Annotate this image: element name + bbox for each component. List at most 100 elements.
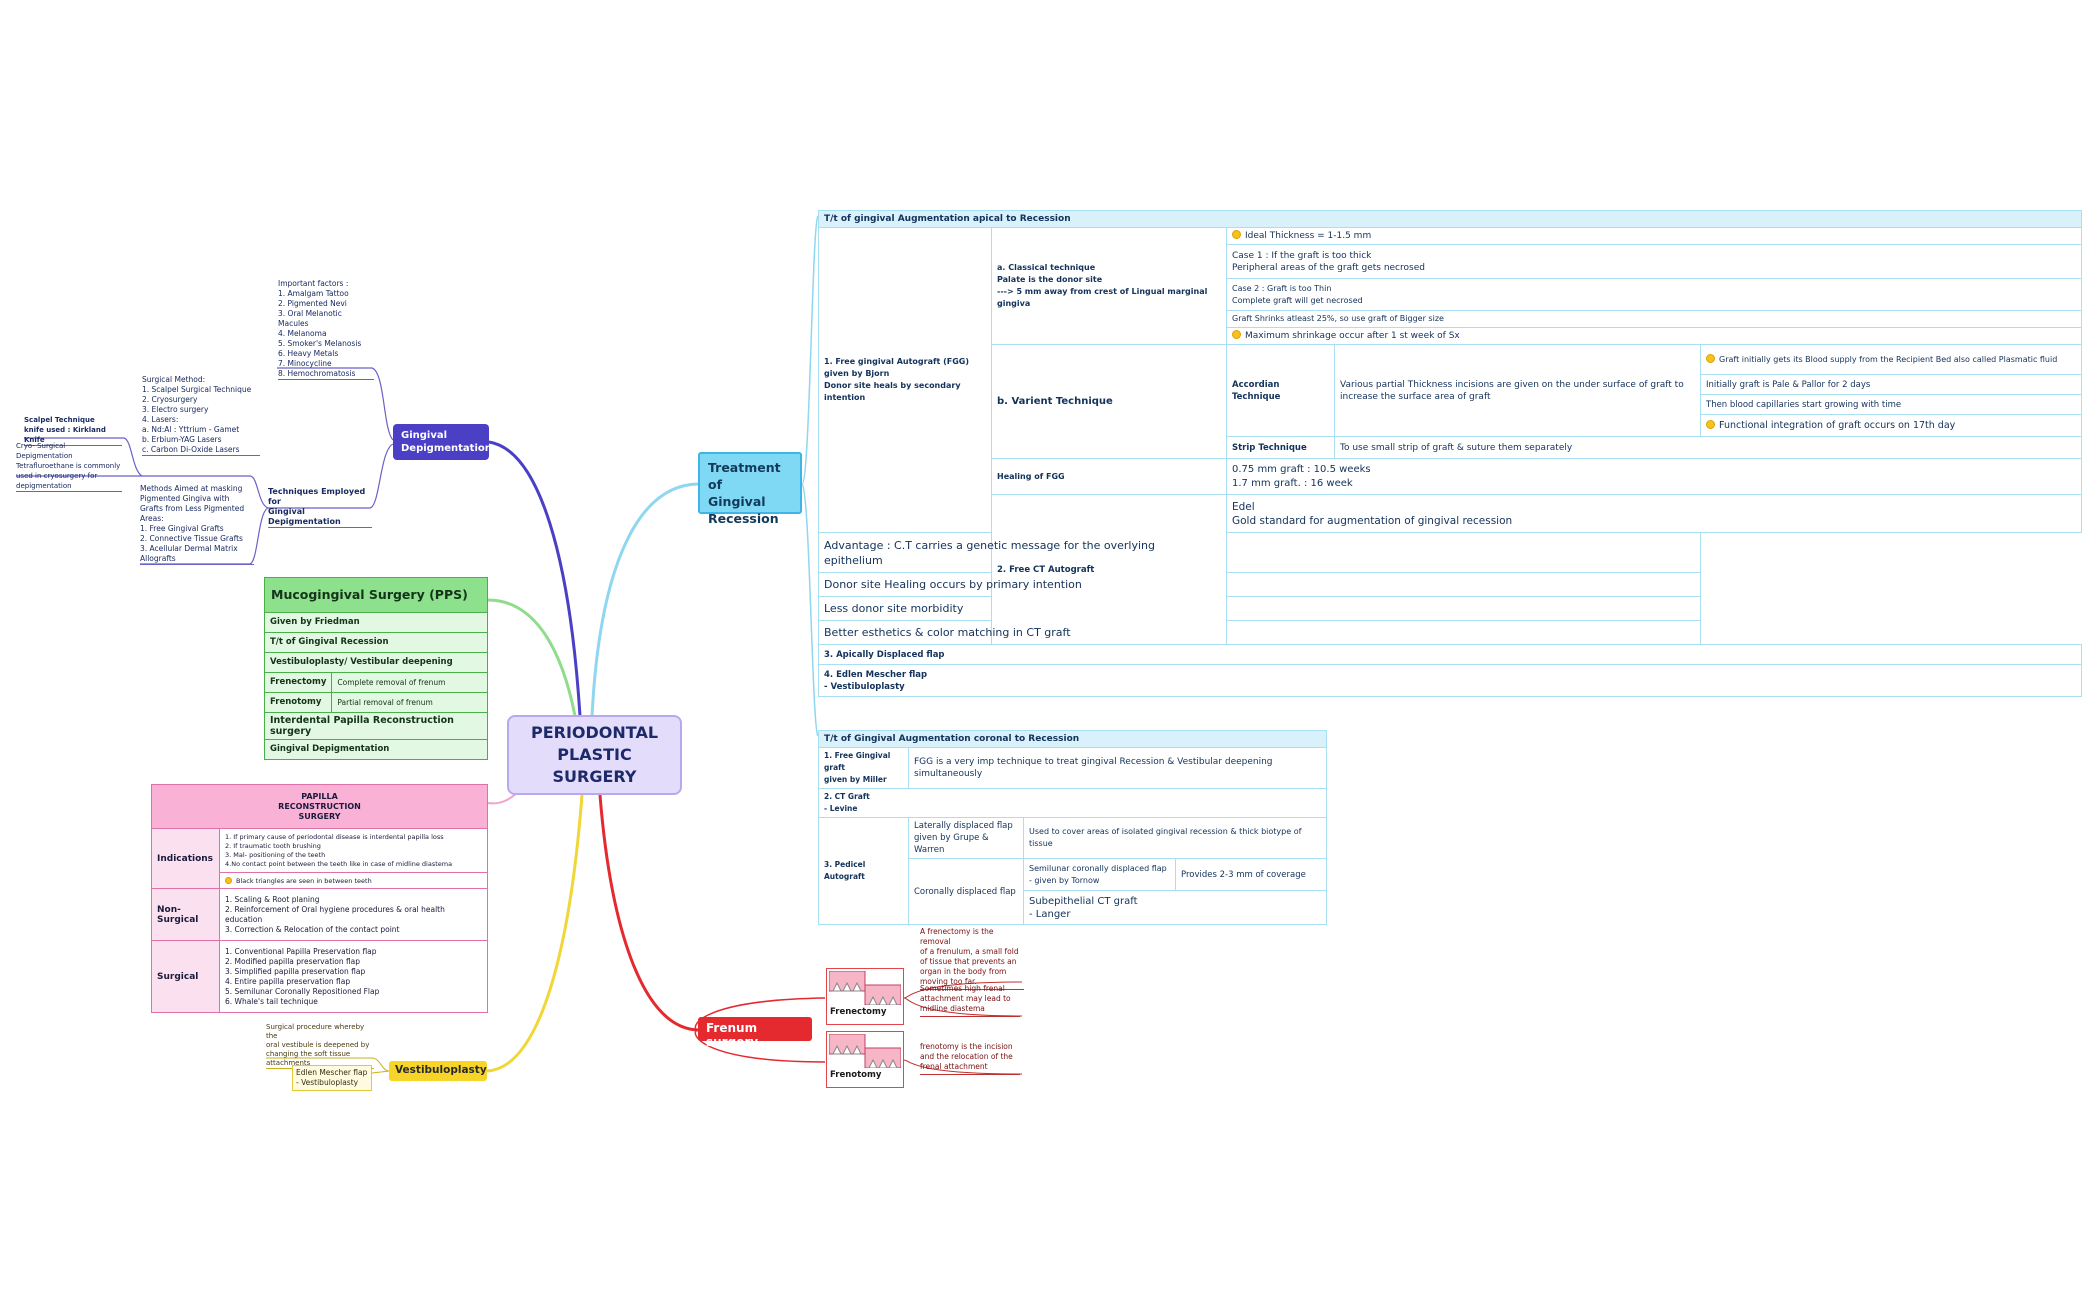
classical-item: Graft Shrinks atleast 25%, so use graft … (1226, 310, 2082, 328)
frenectomy-card[interactable]: Frenectomy (826, 968, 904, 1025)
topic-vestibuloplasty[interactable]: Vestibuloplasty (389, 1061, 487, 1081)
accordian-item: Then blood capillaries start growing wit… (1700, 394, 2082, 415)
non-surgical-text: 1. Scaling & Root planing 2. Reinforceme… (219, 888, 488, 941)
indications-label[interactable]: Indications (151, 828, 220, 889)
ct-item: Edel Gold standard for augmentation of g… (1226, 494, 2082, 533)
link-vest-edlen (371, 1070, 390, 1074)
mucogingival-item[interactable]: Vestibuloplasty/ Vestibular deepening (264, 652, 488, 673)
masking-methods[interactable]: Methods Aimed at masking Pigmented Gingi… (140, 484, 254, 565)
frenectomy-desc: Complete removal of frenum (331, 672, 488, 693)
link-vest-desc (266, 1057, 390, 1072)
link-vest (486, 794, 584, 1073)
classical-item: Case 1 : If the graft is too thick Perip… (1226, 244, 2082, 279)
frenotomy-desc: Partial removal of frenum (331, 692, 488, 713)
ct-item: Less donor site morbidity (818, 596, 1701, 621)
surgical-label[interactable]: Surgical (151, 940, 220, 1013)
frenectomy-label[interactable]: Frenectomy (263, 672, 333, 693)
mucogingival-item[interactable]: Gingival Depigmentation (264, 739, 488, 760)
link-factors (277, 367, 394, 441)
link-techniques (268, 443, 394, 509)
accordian-technique-label[interactable]: Accordian Technique (1226, 344, 1335, 437)
coronal-fgg-label[interactable]: 1. Free Gingival graft given by Miller (818, 747, 909, 789)
papilla-reconstruction-table: PAPILLA RECONSTRUCTION SURGERY Indicatio… (151, 784, 488, 1013)
link-frenectomy-desc (903, 981, 1023, 1017)
indications-note: Black triangles are seen in between teet… (219, 872, 488, 889)
ct-item: Better esthetics & color matching in CT … (818, 620, 1701, 645)
classical-technique-label[interactable]: a. Classical technique Palate is the don… (991, 227, 1227, 345)
strip-technique-label[interactable]: Strip Technique (1226, 436, 1335, 459)
link-mucogingival (487, 598, 577, 717)
semilunar-flap[interactable]: Semilunar coronally displaced flap - giv… (1023, 858, 1176, 891)
topic-treatment-recession[interactable]: Treatment of Gingival Recession (698, 452, 802, 526)
link-frenotomy-desc (903, 1059, 1023, 1075)
apical-header[interactable]: T/t of gingival Augmentation apical to R… (818, 210, 2082, 228)
mucogingival-title[interactable]: Mucogingival Surgery (PPS) (264, 577, 488, 613)
tooth-gum-illustration (829, 971, 901, 1005)
healing-label[interactable]: Healing of FGG (991, 458, 1227, 495)
ct-item: Donor site Healing occurs by primary int… (818, 572, 1701, 597)
link-apical (801, 215, 819, 485)
strip-desc: To use small strip of graft & suture the… (1334, 436, 2082, 459)
semilunar-desc: Provides 2-3 mm of coverage (1175, 858, 1327, 891)
ct-item: Advantage : C.T carries a genetic messag… (818, 532, 1701, 573)
surgical-method[interactable]: Surgical Method: 1. Scalpel Surgical Tec… (142, 375, 260, 456)
mucogingival-item[interactable]: Given by Friedman (264, 612, 488, 633)
laterally-displaced-flap[interactable]: Laterally displaced flap given by Grupe … (908, 817, 1024, 859)
frenectomy-definition: A frenectomy is the removal of a frenulu… (920, 927, 1024, 990)
frenotomy-card[interactable]: Frenotomy (826, 1031, 904, 1088)
accordian-item: Graft initially gets its Blood supply fr… (1700, 344, 2082, 375)
coronal-augmentation-table: T/t of Gingival Augmentation coronal to … (818, 730, 1327, 925)
cryo-surgical[interactable]: Cryo- Surgical Depigmentation Tetrafluro… (16, 442, 122, 492)
bulb-icon (225, 876, 232, 884)
bulb-icon (1232, 330, 1241, 339)
accordian-item: Initially graft is Pale & Pallor for 2 d… (1700, 374, 2082, 395)
classical-item: Maximum shrinkage occur after 1 st week … (1226, 327, 2082, 345)
vestibuloplasty-edlen[interactable]: Edlen Mescher flap - Vestibuloplasty (292, 1065, 372, 1091)
central-topic[interactable]: PERIODONTAL PLASTIC SURGERY (507, 715, 682, 795)
mucogingival-item[interactable]: T/t of Gingival Recession (264, 632, 488, 653)
accordian-desc: Various partial Thickness incisions are … (1334, 344, 1701, 437)
topic-frenum-surgery[interactable]: Frenum surgery (698, 1017, 812, 1049)
healing-desc: 0.75 mm graft : 10.5 weeks 1.7 mm graft.… (1226, 458, 2082, 495)
mucogingival-surgery-table: Mucogingival Surgery (PPS) Given by Frie… (263, 577, 488, 760)
link-frenum-bracket (694, 997, 826, 1063)
coronal-fgg-desc: FGG is a very imp technique to treat gin… (908, 747, 1327, 789)
fgg-label[interactable]: 1. Free gingival Autograft (FGG) given b… (818, 227, 992, 533)
coronally-displaced-flap[interactable]: Coronally displaced flap (908, 858, 1024, 925)
link-masking (140, 507, 269, 565)
topic-gingival-depigmentation[interactable]: Gingival Depigmentation (393, 424, 492, 460)
techniques-employed[interactable]: Techniques Employed for Gingival Depigme… (268, 487, 372, 528)
link-recession (590, 482, 699, 717)
important-factors[interactable]: Important factors : 1. Amalgam Tattoo 2.… (278, 279, 374, 380)
pedicel-autograft-label[interactable]: 3. Pedicel Autograft (818, 817, 909, 925)
non-surgical-label[interactable]: Non- Surgical (151, 888, 220, 941)
apically-displaced-flap[interactable]: 3. Apically Displaced flap (818, 644, 2082, 665)
link-surgical (142, 475, 269, 509)
indications-text: 1. If primary cause of periodontal disea… (219, 828, 488, 873)
coronal-ct-graft[interactable]: 2. CT Graft - Levine (818, 788, 1327, 818)
bulb-icon (1232, 230, 1241, 239)
scalpel-technique[interactable]: Scalpel Technique knife used : Kirkland … (24, 415, 122, 446)
frenectomy-card-label: Frenectomy (830, 1007, 887, 1017)
subepithelial-ct-graft[interactable]: Subepithelial CT graft - Langer (1023, 890, 1327, 925)
link-coronal (801, 483, 819, 737)
classical-item: Case 2 : Graft is too Thin Complete graf… (1226, 278, 2082, 311)
tooth-gum-illustration (829, 1034, 901, 1068)
classical-item: Ideal Thickness = 1-1.5 mm (1226, 227, 2082, 245)
frenotomy-definition: frenotomy is the incision and the reloca… (920, 1042, 1020, 1075)
edlen-mescher-flap[interactable]: 4. Edlen Mescher flap - Vestibuloplasty (818, 664, 2082, 697)
mucogingival-item[interactable]: Interdental Papilla Reconstruction surge… (264, 712, 488, 740)
accordian-item: Functional integration of graft occurs o… (1700, 414, 2082, 437)
variant-technique-label[interactable]: b. Varient Technique (991, 344, 1227, 459)
bulb-icon (1706, 353, 1715, 363)
laterally-displaced-desc: Used to cover areas of isolated gingival… (1023, 817, 1327, 859)
link-depig (488, 440, 582, 717)
papilla-title[interactable]: PAPILLA RECONSTRUCTION SURGERY (151, 784, 488, 829)
bulb-icon (1706, 419, 1715, 429)
apical-augmentation-table: T/t of gingival Augmentation apical to R… (818, 210, 2082, 697)
frenotomy-card-label: Frenotomy (830, 1070, 882, 1080)
frenotomy-label[interactable]: Frenotomy (263, 692, 333, 713)
coronal-header[interactable]: T/t of Gingival Augmentation coronal to … (818, 730, 1327, 748)
surgical-text: 1. Conventional Papilla Preservation fla… (219, 940, 488, 1013)
